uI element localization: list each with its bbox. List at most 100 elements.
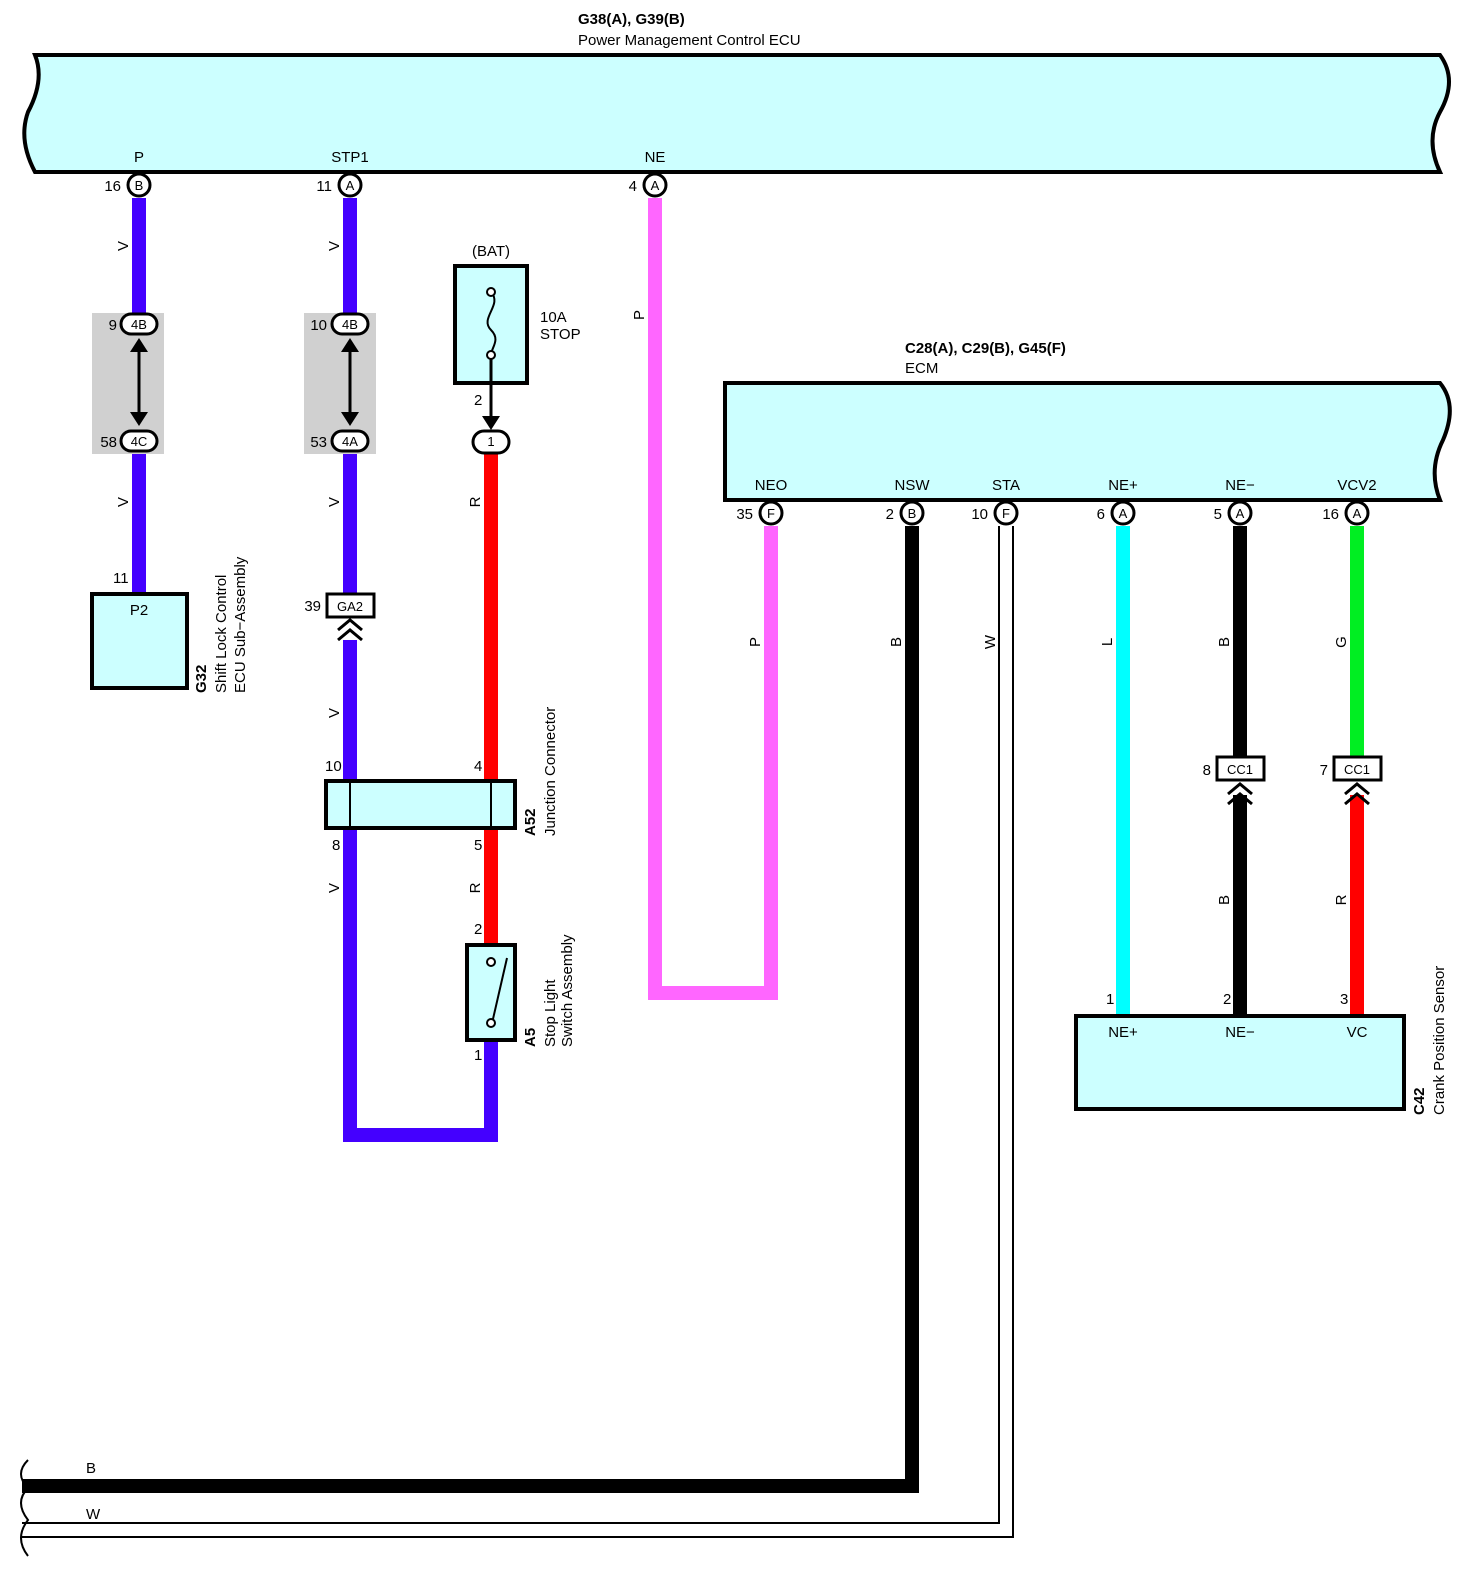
junction-left-top-conn: 4B	[131, 317, 147, 332]
ecm-name: ECM	[905, 360, 938, 377]
fuse-pin-in: 1	[487, 434, 494, 449]
g32-connector: P2	[130, 602, 148, 619]
fuse-rating: 10A	[540, 309, 567, 326]
junction-left-top-pin: 9	[109, 317, 117, 334]
ecm-body	[723, 381, 1452, 502]
ecu-terminal-ne: NE	[645, 149, 666, 166]
ecm-terminal-vcv2: VCV2	[1337, 477, 1376, 494]
ecm-connectors: C28(A), C29(B), G45(F)	[905, 340, 1066, 357]
svg-text:10: 10	[971, 506, 988, 523]
fuse-source: (BAT)	[472, 243, 510, 260]
svg-text:F: F	[1002, 506, 1010, 521]
wire-code-stop-lower: R	[467, 882, 484, 893]
a52-code: A52	[522, 808, 539, 836]
g32-code: G32	[193, 665, 210, 693]
c42-terminal-vc: VC	[1347, 1024, 1368, 1041]
svg-text:5: 5	[1214, 506, 1222, 523]
svg-text:A: A	[1353, 506, 1362, 521]
svg-text:7: 7	[1320, 762, 1328, 779]
ecu-terminal-p: P	[134, 149, 144, 166]
g32-name-line2: ECU Sub−Assembly	[232, 556, 249, 693]
wire-code-stp1-lower: V	[326, 708, 343, 718]
switch-contact-icon	[492, 957, 508, 1020]
wire-code-vc: R	[1333, 894, 1350, 905]
ecu-terminal-stp1: STP1	[331, 149, 369, 166]
wire-code-bottom-b: B	[86, 1460, 96, 1477]
pin-connector-ne-minus: A 5	[1214, 500, 1253, 526]
svg-text:2: 2	[886, 506, 894, 523]
a52-pin-br: 5	[474, 837, 482, 854]
ecm-terminal-nsw: NSW	[895, 477, 931, 494]
svg-text:F: F	[767, 506, 775, 521]
wire-code-p-lower: V	[115, 497, 132, 507]
svg-text:16: 16	[104, 178, 121, 195]
wire-code-stp1-upper: V	[326, 241, 343, 251]
wire-code-bottom-w: W	[86, 1506, 101, 1523]
wire-code-nsw: B	[888, 637, 905, 647]
pin-connector-ne: A 4	[629, 172, 668, 198]
junction-left-bottom-pin: 58	[100, 434, 117, 451]
wire-sta-inner	[22, 526, 1012, 1536]
a5-pin-bottom: 1	[474, 1047, 482, 1064]
svg-text:CC1: CC1	[1344, 762, 1370, 777]
c42-crank-position-sensor: 1 2 3 NE+ NE− VC C42 Crank Position Sens…	[1074, 966, 1448, 1115]
svg-text:35: 35	[736, 506, 753, 523]
a5-stop-light-switch: 2 1 A5 Stop Light Switch Assembly	[465, 921, 576, 1064]
c42-code: C42	[1411, 1087, 1428, 1115]
wires	[22, 198, 1364, 1538]
pin-connector-vcv2: A 16	[1322, 500, 1370, 526]
ga2-pin: 39	[304, 598, 321, 615]
ecm: C28(A), C29(B), G45(F) ECM NEO NSW STA N…	[723, 340, 1452, 502]
junction-left: 4B 9 4C 58	[100, 312, 159, 453]
wire-stp1-loop	[343, 828, 498, 1142]
power-management-ecu: G38(A), G39(B) Power Management Control …	[22, 11, 1451, 174]
ecm-terminal-ne-plus: NE+	[1108, 477, 1138, 494]
c42-pin-2: 2	[1223, 991, 1231, 1008]
c42-terminal-ne-plus: NE+	[1108, 1024, 1138, 1041]
pin-connector-p: B 16	[104, 172, 152, 198]
a52-body	[324, 779, 517, 830]
svg-text:A: A	[1119, 506, 1128, 521]
c42-pin-1: 1	[1106, 991, 1114, 1008]
pin-connector-nsw: B 2	[886, 500, 925, 526]
junction-mid-top-pin: 10	[310, 317, 327, 334]
cc1-connector-ne-minus: CC1 8	[1203, 755, 1266, 806]
wire-code-vcv2: G	[1333, 636, 1350, 648]
wire-code-ne-minus-lower: B	[1216, 895, 1233, 905]
junction-mid: 4B 10 4A 53	[310, 312, 370, 453]
ecu-pin-connectors: B 16 A 11 A 4	[104, 172, 668, 198]
svg-text:16: 16	[1322, 506, 1339, 523]
wire-break-bracket	[20, 1459, 30, 1557]
wire-code-ne-plus: L	[1099, 638, 1116, 646]
svg-text:A: A	[1236, 506, 1245, 521]
pin-connector-sta: F 10	[971, 500, 1019, 526]
wire-code-stp1-loop: V	[326, 883, 343, 893]
wire-nsw	[22, 526, 919, 1493]
wire-code-stop-upper: R	[467, 496, 484, 507]
wire-code-ne: P	[631, 310, 648, 320]
a52-name: Junction Connector	[542, 707, 559, 836]
wire-code-ne-minus-upper: B	[1216, 637, 1233, 647]
junction-mid-bottom-pin: 53	[310, 434, 327, 451]
a52-pin-tl: 10	[325, 758, 342, 775]
pin-connector-stp1: A 11	[316, 172, 363, 198]
fuse-stop: (BAT) 10A STOP 2 1	[453, 243, 581, 455]
junction-mid-top-conn: 4B	[342, 317, 358, 332]
svg-text:A: A	[346, 178, 355, 193]
wire-code-neo: P	[747, 637, 764, 647]
c42-terminal-ne-minus: NE−	[1225, 1024, 1255, 1041]
g32-body	[90, 592, 189, 690]
svg-text:11: 11	[316, 178, 332, 195]
c42-name: Crank Position Sensor	[1431, 966, 1448, 1115]
cc1-connector-vc: CC1 7	[1320, 755, 1383, 806]
a52-junction-connector: 10 4 8 5 A52 Junction Connector	[324, 707, 559, 854]
wire-color-labels: V V V V V V R R P P B W L B B G R B W	[86, 241, 1350, 1523]
fuse-name: STOP	[540, 326, 581, 343]
junction-left-bottom-conn: 4C	[131, 434, 148, 449]
c42-body	[1074, 1014, 1406, 1111]
a52-pin-bl: 8	[332, 837, 340, 854]
power-ecu-body	[22, 53, 1451, 174]
svg-text:4: 4	[629, 178, 637, 195]
fuse-pin-out: 2	[474, 392, 482, 409]
power-ecu-connectors: G38(A), G39(B)	[578, 11, 685, 28]
